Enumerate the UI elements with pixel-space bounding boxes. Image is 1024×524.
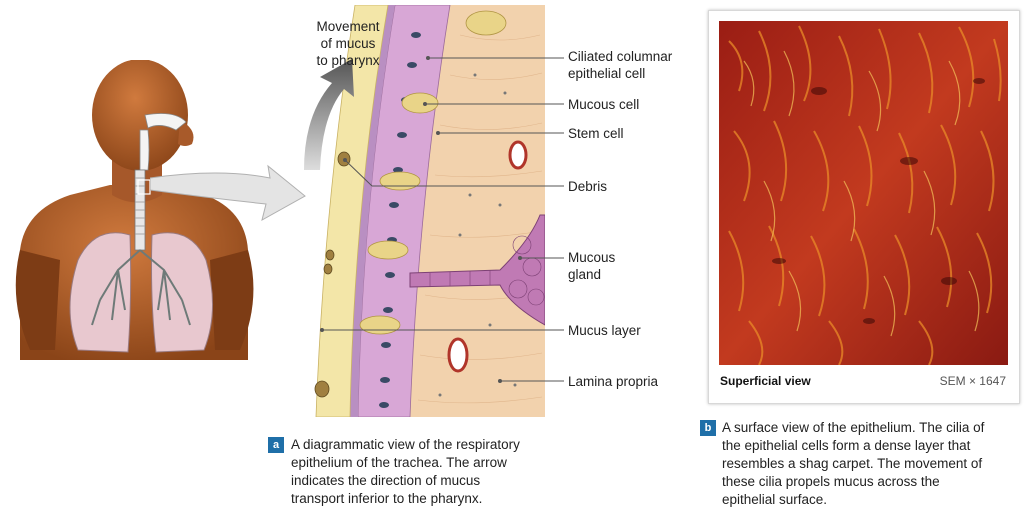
label-line: Ciliated columnar	[568, 49, 673, 64]
movement-label-line: to pharynx	[316, 53, 380, 68]
movement-label: Movement of mucus to pharynx	[298, 18, 398, 69]
caption-a-line: transport inferior to the pharynx.	[291, 491, 483, 506]
movement-label-line: of mucus	[320, 36, 376, 51]
label-debris: Debris	[568, 179, 608, 194]
movement-label-line: Movement	[316, 19, 380, 34]
sem-view-label: Superficial view	[720, 374, 811, 388]
caption-a: A diagrammatic view of the respiratory e…	[291, 436, 520, 508]
label-line: gland	[568, 267, 602, 282]
label-lamina-propria: Lamina propria	[568, 374, 659, 389]
magnify-arrow-icon	[150, 164, 306, 221]
label-line: Mucous	[568, 250, 616, 265]
caption-b-line: the epithelial cells form a dense layer …	[722, 438, 971, 453]
label-stem-cell: Stem cell	[568, 126, 624, 141]
caption-b-line: epithelial surface.	[722, 492, 828, 507]
human-torso-illustration	[15, 60, 254, 360]
caption-b: A surface view of the epithelium. The ci…	[722, 419, 984, 509]
label-mucous-gland: Mucous gland	[568, 249, 615, 283]
epithelium-diagram	[304, 5, 545, 417]
caption-b-line: A surface view of the epithelium. The ci…	[722, 420, 985, 435]
caption-a-line: A diagrammatic view of the respiratory	[291, 437, 520, 452]
sem-photo	[719, 21, 1008, 365]
movement-arrow-icon	[304, 59, 354, 170]
label-ciliated-columnar: Ciliated columnar epithelial cell	[568, 48, 672, 82]
caption-a-badge: a	[268, 437, 284, 453]
label-mucous-cell: Mucous cell	[568, 97, 640, 112]
caption-b-badge: b	[700, 420, 716, 436]
sem-magnification: SEM × 1647	[939, 374, 1006, 388]
caption-b-line: resembles a shag carpet. The movement of	[722, 456, 983, 471]
label-mucus-layer: Mucus layer	[568, 323, 641, 338]
caption-a-line: epithelium of the trachea. The arrow	[291, 455, 507, 470]
caption-b-line: these cilia propels mucus across the	[722, 474, 940, 489]
label-line: epithelial cell	[568, 66, 646, 81]
caption-a-line: indicates the direction of mucus	[291, 473, 481, 488]
